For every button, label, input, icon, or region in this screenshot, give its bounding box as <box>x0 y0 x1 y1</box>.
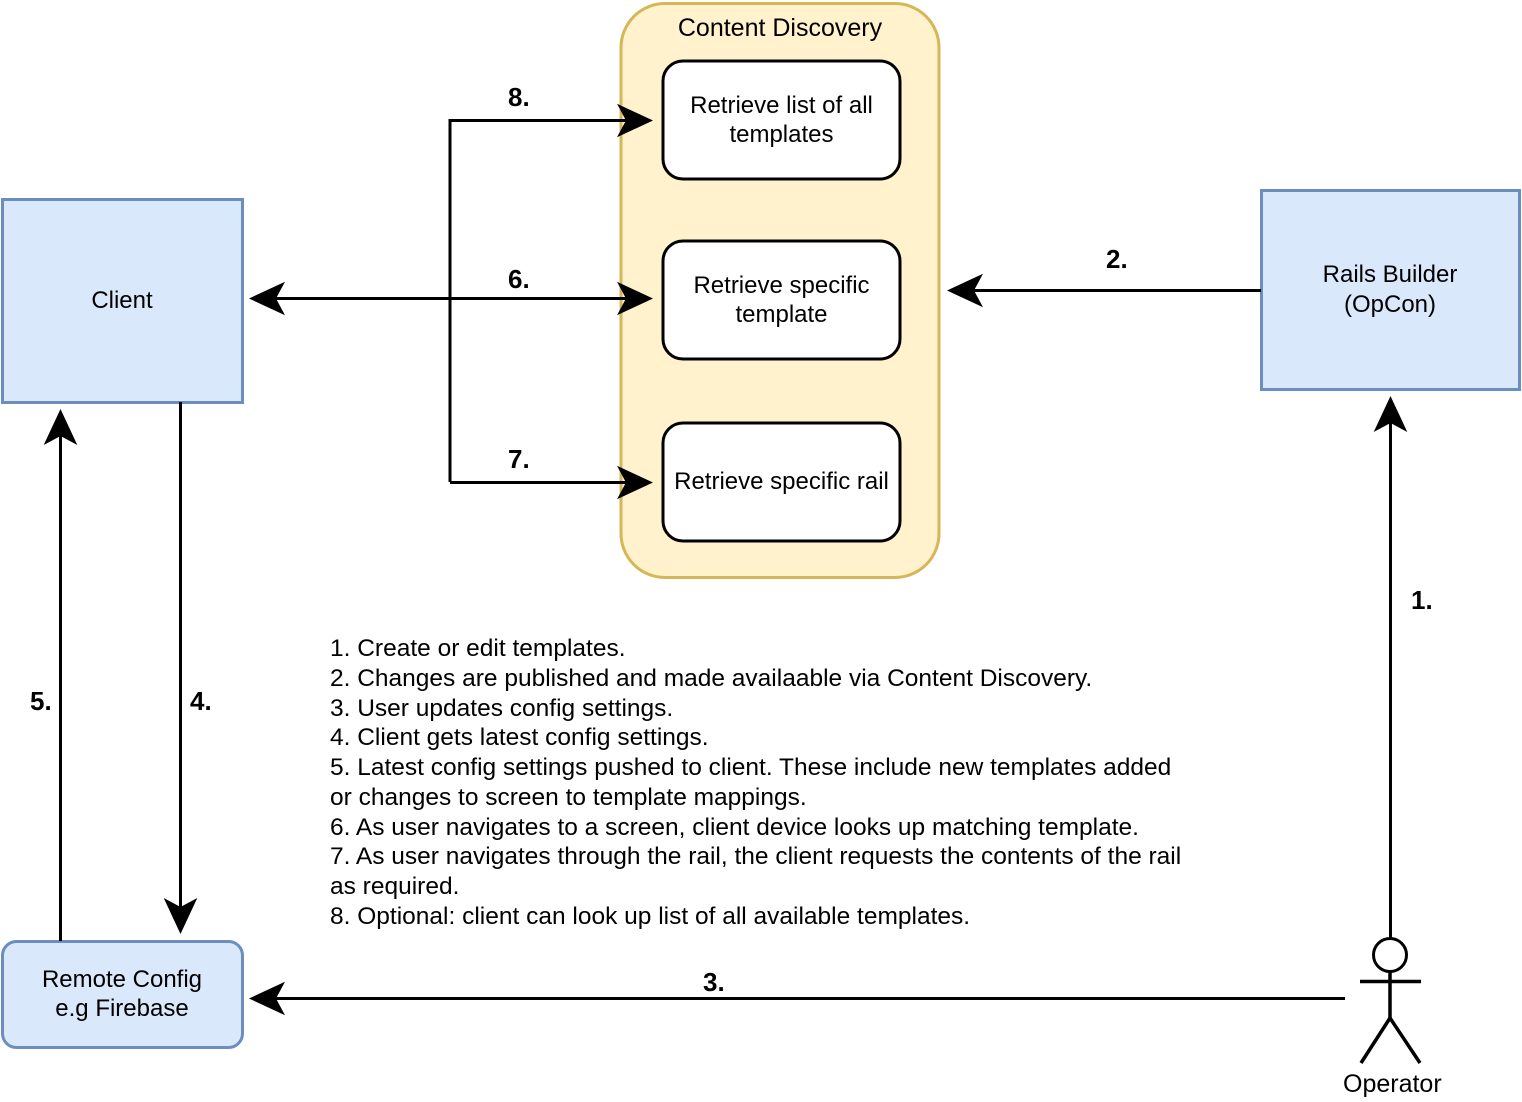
connector-step-8 <box>448 103 653 482</box>
legend-text: 1. Create or edit templates. 2. Changes … <box>330 635 1182 930</box>
operator-leg-left-line <box>1359 1017 1392 1064</box>
step-label-7: 7. <box>508 444 530 474</box>
step-label-1: 1. <box>1411 585 1433 615</box>
operator-head-icon <box>1372 937 1408 973</box>
service-box-retrieve-specific-rail[interactable] <box>661 421 902 543</box>
operator-leg-right-line <box>1388 1017 1422 1064</box>
node-box-client[interactable] <box>1 198 244 404</box>
node-box-rails-builder[interactable] <box>1260 189 1521 391</box>
step-label-4: 4. <box>190 686 212 716</box>
node-box-remote-config[interactable] <box>1 940 244 1049</box>
content-discovery-title: Content Discovery <box>677 14 883 42</box>
service-box-retrieve-specific-template[interactable] <box>661 239 902 361</box>
step-label-2: 2. <box>1106 244 1128 274</box>
step-label-8: 8. <box>508 82 530 112</box>
operator-actor-figure[interactable] <box>1359 937 1422 1064</box>
service-box-retrieve-list-of-all-templates[interactable] <box>661 59 902 181</box>
step-label-3: 3. <box>703 967 725 997</box>
step-label-5: 5. <box>30 686 52 716</box>
step-label-6: 6. <box>508 264 530 294</box>
node-label-operator: Operator <box>1343 1070 1442 1098</box>
